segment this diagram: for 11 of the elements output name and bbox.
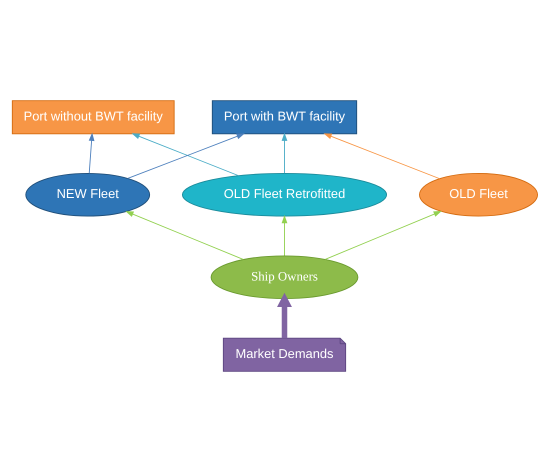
arrow — [324, 133, 440, 180]
node-box: Port without BWT facility — [12, 100, 175, 134]
node-box: Port with BWT facility — [212, 100, 358, 134]
node-ellipse: OLD Fleet Retrofitted — [182, 173, 388, 217]
arrow — [324, 210, 442, 260]
arrow — [282, 215, 288, 256]
arrow — [88, 132, 94, 174]
arrow — [277, 292, 292, 338]
arrow — [282, 132, 288, 174]
arrow — [125, 211, 244, 260]
node-ellipse: Ship Owners — [210, 255, 358, 299]
